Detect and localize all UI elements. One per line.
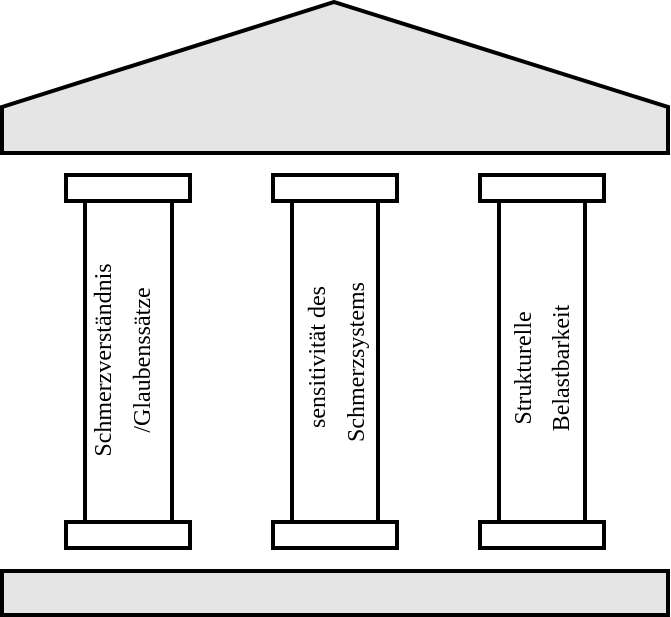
pillar-capital (64, 173, 192, 203)
pillar-label-line: Schmerzverständnis (91, 263, 117, 456)
roof (0, 0, 670, 155)
pillar-3: Strukturelle Belastbarkeit (478, 173, 606, 550)
pillar-capital (271, 173, 399, 203)
foundation (0, 569, 670, 617)
pillar-shaft (83, 199, 174, 524)
pillar-shaft (290, 199, 380, 524)
pillar-label-line: Schmerzsystems (344, 282, 370, 442)
pillar-2: sensitivität des Schmerzsystems (271, 173, 399, 550)
pillar-base (64, 520, 192, 550)
pillar-1: Schmerzverständnis /Glaubenssätze (64, 173, 192, 550)
pillar-base (271, 520, 399, 550)
pillar-capital (478, 173, 606, 203)
pillar-label-line: sensitivität des (305, 286, 331, 428)
pillar-label-line: /Glaubenssätze (130, 287, 156, 432)
pillar-label-line: Strukturelle (511, 311, 537, 424)
pillar-label-line: Belastbarkeit (549, 304, 575, 431)
pillar-base (478, 520, 606, 550)
